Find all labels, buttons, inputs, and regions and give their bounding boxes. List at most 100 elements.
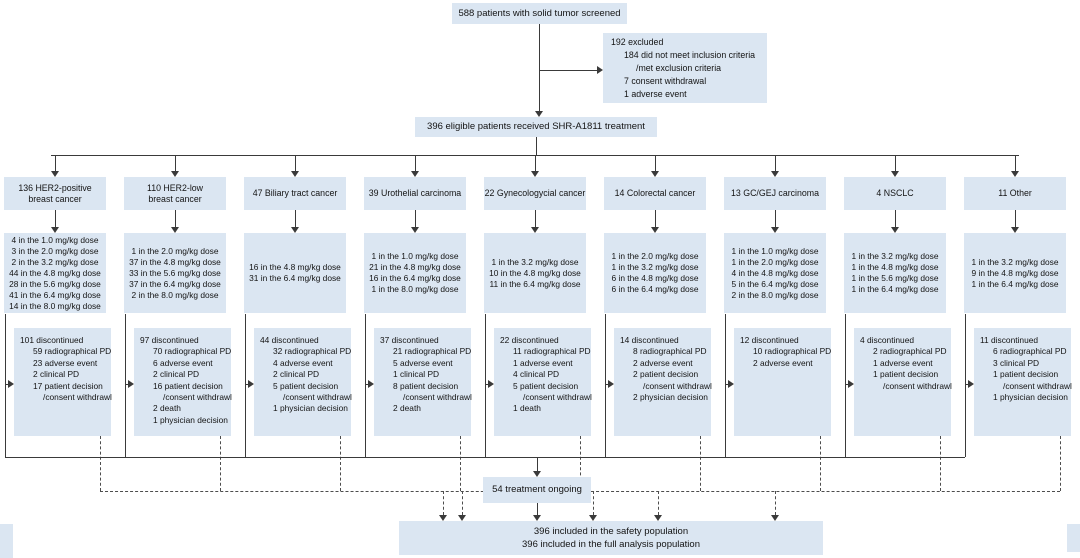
- discontinued-line: 4 discontinued: [860, 335, 915, 345]
- discontinued-line: 5 adverse event: [393, 357, 453, 368]
- arrowhead-right-icon: [368, 380, 374, 388]
- flow-line: [655, 210, 656, 227]
- flow-line: [365, 384, 369, 385]
- flow-line: [245, 384, 249, 385]
- cohort-header-line: breast cancer: [28, 193, 82, 204]
- arrowhead-right-icon: [968, 380, 974, 388]
- arrowhead-right-icon: [608, 380, 614, 388]
- discontinued-line: 4 clinical PD: [513, 369, 560, 380]
- discontinued-line: 5 patient decision: [273, 380, 339, 391]
- dose-line: 28 in the 5.6 mg/kg dose: [9, 278, 101, 289]
- flow-line-dashed: [340, 436, 341, 491]
- cohort-header-box: 11 Other: [964, 177, 1066, 210]
- dose-line: 5 in the 6.4 mg/kg dose: [731, 278, 819, 289]
- arrowhead-right-icon: [248, 380, 254, 388]
- flow-line: [965, 384, 969, 385]
- dose-line: 2 in the 8.0 mg/kg dose: [731, 289, 819, 300]
- flow-line: [245, 314, 246, 457]
- cohort-header-line: breast cancer: [148, 193, 202, 204]
- cohort-header-line: 22 Gynecologycial cancer: [484, 188, 586, 198]
- discontinued-line: 2 death: [153, 403, 181, 414]
- flow-line: [125, 384, 129, 385]
- discontinued-line: /consent withdrawl: [1003, 380, 1072, 391]
- population-box: 396 included in the safety population 39…: [399, 521, 823, 555]
- flow-line: [415, 155, 416, 171]
- discontinued-line: 5 patient decision: [513, 380, 579, 391]
- dose-line: 1 in the 6.4 mg/kg dose: [851, 284, 939, 294]
- discontinued-line: /consent withdrawl: [403, 392, 472, 403]
- flow-line: [535, 210, 536, 227]
- arrowhead-down-icon: [589, 515, 597, 521]
- arrowhead-down-icon: [439, 515, 447, 521]
- arrowhead-right-icon: [597, 66, 603, 74]
- discontinued-line: /consent withdrawl: [883, 380, 952, 391]
- flow-line: [845, 384, 849, 385]
- discontinued-line: 97 discontinued: [140, 335, 199, 345]
- arrowhead-down-icon: [411, 171, 419, 177]
- arrowhead-right-icon: [8, 380, 14, 388]
- dose-line: 1 in the 3.2 mg/kg dose: [491, 256, 579, 267]
- discontinued-line: 21 radiographical PD: [393, 346, 472, 357]
- safety-population-text: 396 included in the safety population: [533, 526, 689, 537]
- cohort-header-line: 13 GC/GEJ carcinoma: [731, 188, 819, 198]
- discontinued-line: 8 patient decision: [393, 380, 459, 391]
- flow-line: [295, 155, 296, 171]
- flow-line: [125, 314, 126, 457]
- discontinued-line: 3 clinical PD: [993, 357, 1040, 368]
- excluded-line: 7 consent withdrawal: [624, 76, 707, 86]
- arrowhead-down-icon: [891, 227, 899, 233]
- dose-line: 2 in the 8.0 mg/kg dose: [131, 289, 219, 300]
- discontinued-line: 2 adverse event: [633, 357, 693, 368]
- dose-line: 33 in the 5.6 mg/kg dose: [129, 267, 221, 278]
- flow-line: [55, 155, 56, 171]
- cohort-header-box: 47 Biliary tract cancer: [244, 177, 346, 210]
- discontinued-line: 2 clinical PD: [153, 369, 200, 380]
- arrowhead-down-icon: [531, 227, 539, 233]
- flow-line: [5, 384, 9, 385]
- dose-line: 21 in the 4.8 mg/kg dose: [369, 262, 461, 272]
- flow-line: [415, 210, 416, 227]
- arrowhead-down-icon: [171, 227, 179, 233]
- discontinued-line: 1 adverse event: [873, 357, 933, 368]
- discontinued-line: 1 patient decision: [993, 369, 1059, 380]
- discontinued-line: 4 adverse event: [273, 357, 333, 368]
- arrowhead-down-icon: [51, 171, 59, 177]
- discontinued-line: 70 radiographical PD: [153, 346, 232, 357]
- flow-line: [5, 457, 965, 458]
- flow-line-dashed: [100, 436, 101, 491]
- arrowhead-down-icon: [654, 515, 662, 521]
- arrowhead-down-icon: [533, 515, 541, 521]
- cohort-header-line: 39 Urothelial carcinoma: [368, 188, 462, 198]
- discontinued-line: 1 physician decision: [993, 392, 1068, 403]
- dose-line: 4 in the 4.8 mg/kg dose: [731, 267, 819, 278]
- arrowhead-down-icon: [458, 515, 466, 521]
- dose-line: 2 in the 3.2 mg/kg dose: [11, 256, 99, 267]
- screened-text: 588 patients with solid tumor screened: [458, 7, 621, 19]
- discontinued-line: 59 radiographical PD: [33, 346, 112, 357]
- arrowhead-down-icon: [533, 471, 541, 477]
- cohort-header-line: 47 Biliary tract cancer: [252, 188, 338, 198]
- flow-line: [775, 210, 776, 227]
- cohort-header-line: 136 HER2-positive: [18, 182, 92, 193]
- discontinued-line: 2 physician decision: [633, 392, 708, 403]
- discontinued-line: 10 radiographical PD: [753, 346, 832, 357]
- discontinued-line: 11 radiographical PD: [513, 346, 591, 357]
- cohort-header-box: 22 Gynecologycial cancer: [484, 177, 586, 210]
- arrowhead-down-icon: [771, 227, 779, 233]
- dose-line: 1 in the 5.6 mg/kg dose: [851, 273, 939, 283]
- arrowhead-down-icon: [291, 171, 299, 177]
- dose-line: 6 in the 6.4 mg/kg dose: [611, 284, 699, 294]
- arrowhead-right-icon: [488, 380, 494, 388]
